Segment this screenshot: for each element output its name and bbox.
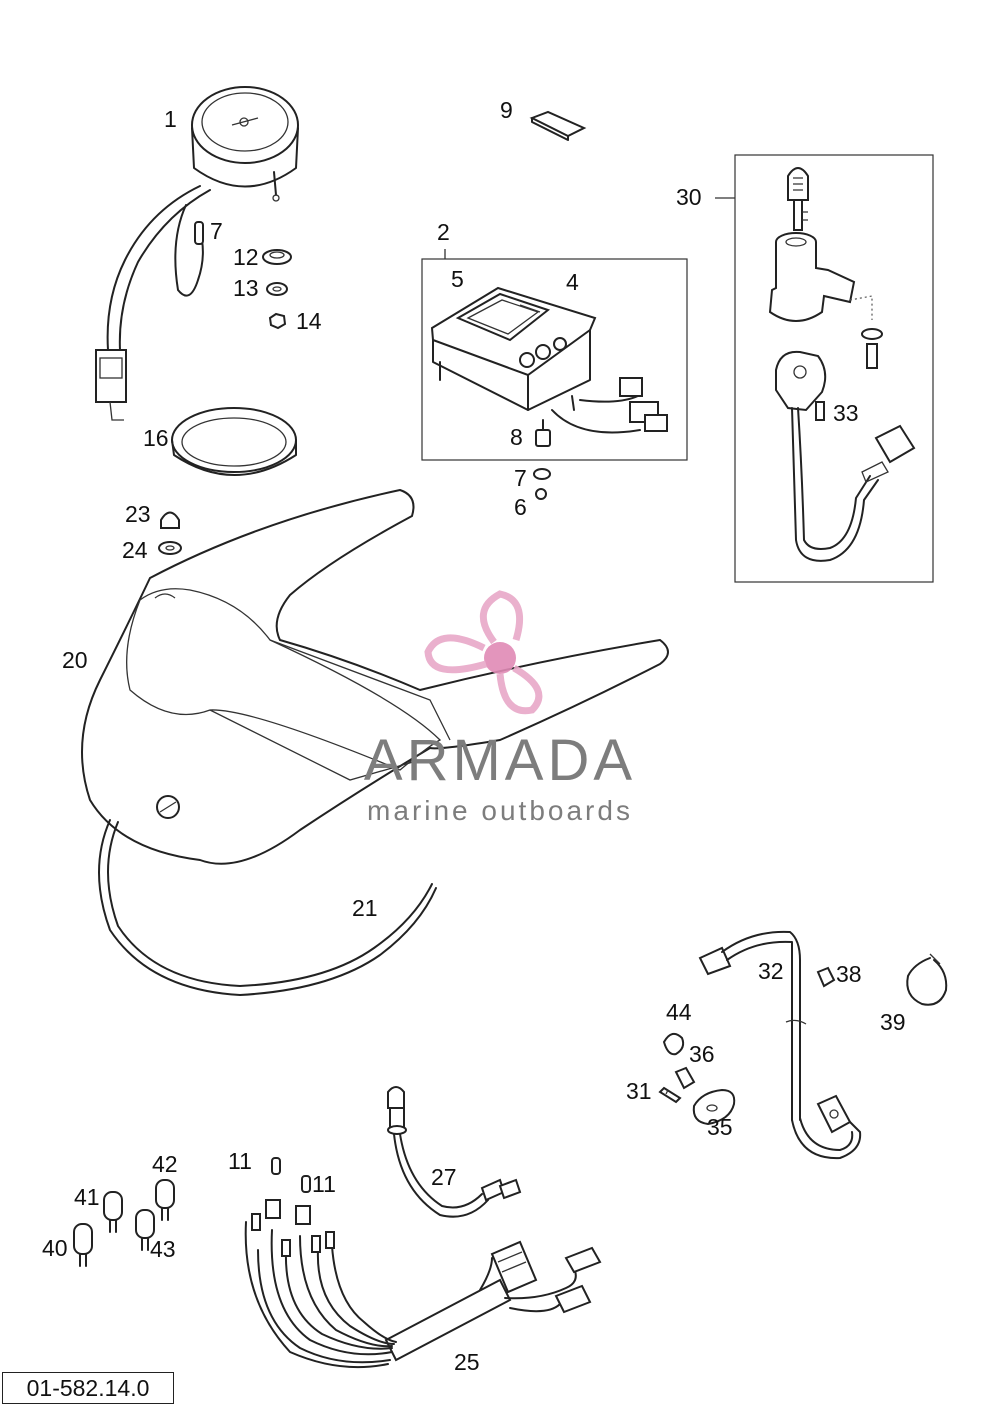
label-part-32: 32: [758, 958, 784, 984]
part-31-screw: [658, 1086, 682, 1104]
part-42-pilot-lamp: [155, 1179, 175, 1221]
part-13-washer: [266, 282, 288, 296]
label-part-7-lower: 7: [514, 465, 527, 491]
part-33-screw: [815, 401, 825, 421]
watermark-logo: [424, 590, 543, 715]
part-41-pilot-lamp: [103, 1191, 123, 1233]
watermark-brand: ARMADA: [364, 728, 636, 793]
part-20-headlight-fairing: [81, 488, 669, 865]
part-21-edge-trim: [98, 819, 437, 996]
part-7-clip-upper: [194, 221, 204, 245]
part-38-clip: [816, 966, 836, 988]
part-39-cable-tie: [906, 953, 948, 1006]
part-11-bulb-b: [301, 1175, 311, 1193]
label-part-11-b: 11: [312, 1171, 336, 1197]
part-35-bracket: [692, 1088, 736, 1126]
part-23-cap-nut: [160, 511, 180, 529]
label-part-5: 5: [451, 266, 464, 292]
label-part-21: 21: [352, 895, 378, 921]
watermark-tagline: marine outboards: [367, 795, 633, 826]
label-part-6: 6: [514, 494, 527, 520]
part-1-speedometer: [95, 86, 299, 421]
label-part-30: 30: [676, 184, 702, 210]
part-6-nut-lower: [535, 488, 547, 500]
part-7-washer-lower: [533, 468, 551, 480]
part-36-spacer: [674, 1066, 696, 1090]
part-30-ignition-group: [715, 154, 934, 583]
label-part-8: 8: [510, 424, 523, 450]
part-44-clip: [662, 1032, 685, 1056]
drawing-number: 01-582.14.0: [2, 1372, 174, 1404]
part-25-wiring-harness: [244, 1199, 602, 1369]
label-part-14: 14: [296, 308, 322, 334]
label-part-9: 9: [500, 97, 513, 123]
part-32-sensor-cable: [698, 930, 862, 1160]
label-part-42: 42: [152, 1151, 178, 1177]
part-27-bulb-socket: [387, 1086, 522, 1218]
label-part-33: 33: [833, 400, 859, 426]
part-12-grommet: [262, 249, 292, 265]
label-part-39: 39: [880, 1009, 906, 1035]
part-11-bulb-a: [271, 1157, 281, 1175]
label-part-24: 24: [122, 537, 148, 563]
label-part-44: 44: [666, 999, 692, 1025]
part-24-washer: [158, 541, 182, 555]
label-part-40: 40: [42, 1235, 68, 1261]
part-16-seal-ring: [171, 407, 297, 476]
label-part-31: 31: [626, 1078, 652, 1104]
label-part-41: 41: [74, 1184, 100, 1210]
part-14-nut: [268, 312, 287, 330]
label-part-11-a: 11: [228, 1148, 252, 1174]
label-part-13: 13: [233, 275, 259, 301]
label-part-27: 27: [431, 1164, 457, 1190]
label-part-20: 20: [62, 647, 88, 673]
label-part-2: 2: [437, 219, 450, 245]
label-part-36: 36: [689, 1041, 715, 1067]
label-part-16: 16: [143, 425, 169, 451]
label-part-43: 43: [150, 1236, 176, 1262]
label-part-1: 1: [164, 106, 177, 132]
label-part-4: 4: [566, 269, 579, 295]
part-40-pilot-lamp: [73, 1223, 93, 1267]
label-part-25: 25: [454, 1349, 480, 1375]
label-part-12: 12: [233, 244, 259, 270]
part-8-rubber-mount: [535, 419, 551, 447]
label-part-7-upper: 7: [210, 218, 223, 244]
part-2-display-unit-group: [421, 249, 688, 461]
part-43-pilot-lamp: [135, 1209, 155, 1251]
part-9-pad: [529, 110, 587, 141]
label-part-23: 23: [125, 501, 151, 527]
label-part-38: 38: [836, 961, 862, 987]
label-part-35: 35: [707, 1114, 733, 1140]
